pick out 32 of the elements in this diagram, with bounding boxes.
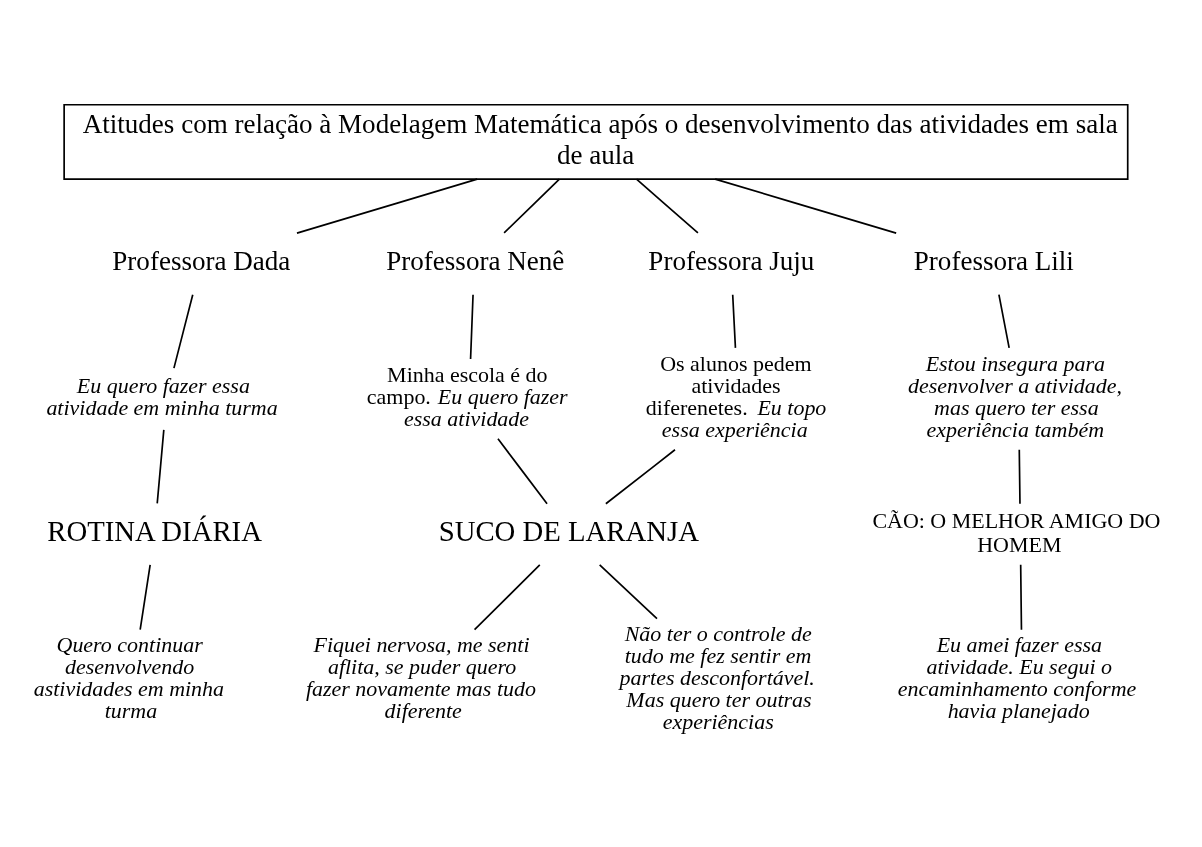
connector xyxy=(469,293,474,360)
node-text: Professora Nenê xyxy=(386,246,565,277)
connector xyxy=(714,178,898,234)
node-text: Eu quero fazer essa atividade em minha turma xyxy=(46,372,278,420)
node-text: Minha escola é do campo. Eu quero fazer essa atividade xyxy=(366,361,568,431)
connector xyxy=(1018,448,1021,505)
connector xyxy=(139,564,151,631)
connector xyxy=(605,448,676,505)
node-text: Eu amei fazer essa atividade. Eu segui o encaminhamento conforme havia planejado xyxy=(897,632,1137,724)
connector xyxy=(598,564,658,620)
connector xyxy=(173,293,194,369)
connector xyxy=(156,429,165,505)
connector xyxy=(635,178,699,234)
connector xyxy=(296,178,479,234)
node-text: Professora Lili xyxy=(913,246,1074,277)
connector xyxy=(497,437,548,505)
node-text: Fiquei nervosa, me senti aflita, se puder quero fazer novamente mas tudo diferente xyxy=(305,632,536,724)
node-text: Os alunos pedem atividades diferenetes. Eu topo essa experiência xyxy=(645,350,827,442)
node-text: Quero continuar desenvolvendo astividades em minha turma xyxy=(33,632,225,724)
node-text: SUCO DE LARANJA xyxy=(438,515,699,548)
connector xyxy=(1019,564,1023,631)
connector xyxy=(503,178,561,234)
connector xyxy=(998,293,1010,349)
node-text: CÃO: O MELHOR AMIGO DO HOMEM xyxy=(872,508,1161,557)
node-text: Não ter o controle de tudo me fez sentir em partes desconfortável. Mas quero ter outras experiências xyxy=(619,621,815,735)
node-text: Estou insegura para desenvolver a atividade, mas quero ter essa experiência também xyxy=(907,350,1123,442)
node-text: Professora Dada xyxy=(112,246,291,277)
node-box: Atitudes com relação à Modelagem Matemática após o desenvolvimento das atividades em sala de aula xyxy=(63,103,1129,180)
node-text: ROTINA DIÁRIA xyxy=(47,515,262,548)
node-text: Professora Juju xyxy=(648,246,815,277)
connector xyxy=(731,293,737,349)
connector xyxy=(473,564,541,631)
